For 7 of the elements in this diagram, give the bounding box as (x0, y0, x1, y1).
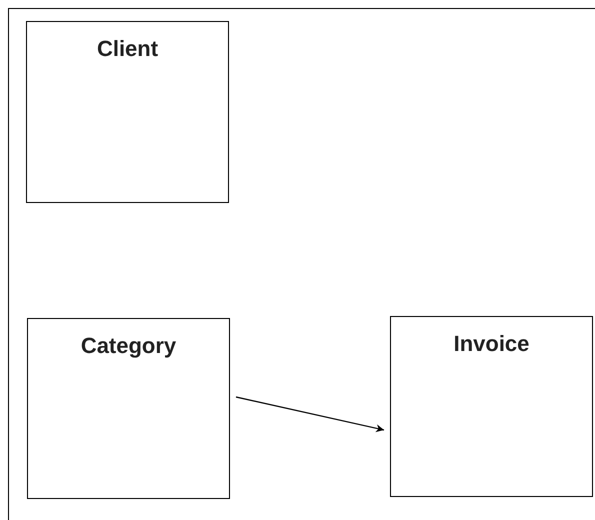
arrow (236, 396, 384, 432)
entity-box (27, 318, 230, 499)
entity-title: Invoice (454, 330, 530, 358)
entity-box (26, 21, 229, 203)
entity-title: Category (80, 332, 176, 360)
entity-box (390, 316, 593, 497)
entity-title: Client (96, 35, 158, 63)
